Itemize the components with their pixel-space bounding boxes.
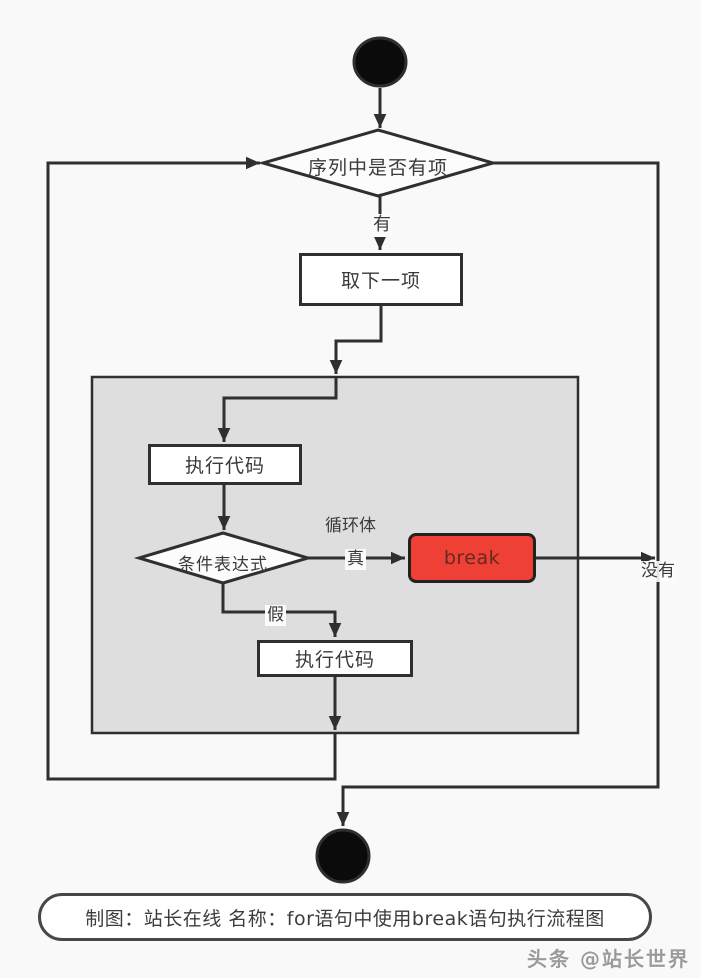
process-exec-code-bottom: 执行代码 [257, 640, 413, 677]
process-exec-code-top: 执行代码 [148, 444, 302, 485]
edge-label-yes: 有 [371, 214, 393, 237]
edge-loop-entry-to-exec-top [217, 377, 338, 442]
process-take-next-item: 取下一项 [299, 253, 463, 306]
decision-has-item-label: 序列中是否有项 [307, 157, 448, 179]
decision-has-item-shape [257, 128, 499, 198]
process-break-statement: break [408, 533, 536, 583]
caption-box: 制图：站长在线 名称：for语句中使用break语句执行流程图 [38, 893, 652, 941]
edge-take-next-to-loop-body [329, 306, 383, 374]
edge-label-true: 真 [345, 549, 366, 571]
edge-decision-no-to-end [336, 161, 660, 826]
edge-loop-back-to-decision [46, 156, 337, 781]
end-node [315, 828, 371, 884]
watermark-text: 头条 @站长世界 [527, 947, 690, 971]
start-node [352, 36, 408, 88]
decision-condition-label: 条件表达式 [178, 555, 268, 575]
caption-text: 制图：站长在线 名称：for语句中使用break语句执行流程图 [85, 907, 605, 930]
edge-label-no: 没有 [639, 561, 677, 583]
decision-condition-shape [133, 531, 314, 585]
edge-label-loop-body: 循环体 [325, 510, 376, 543]
edge-label-false: 假 [265, 605, 286, 627]
